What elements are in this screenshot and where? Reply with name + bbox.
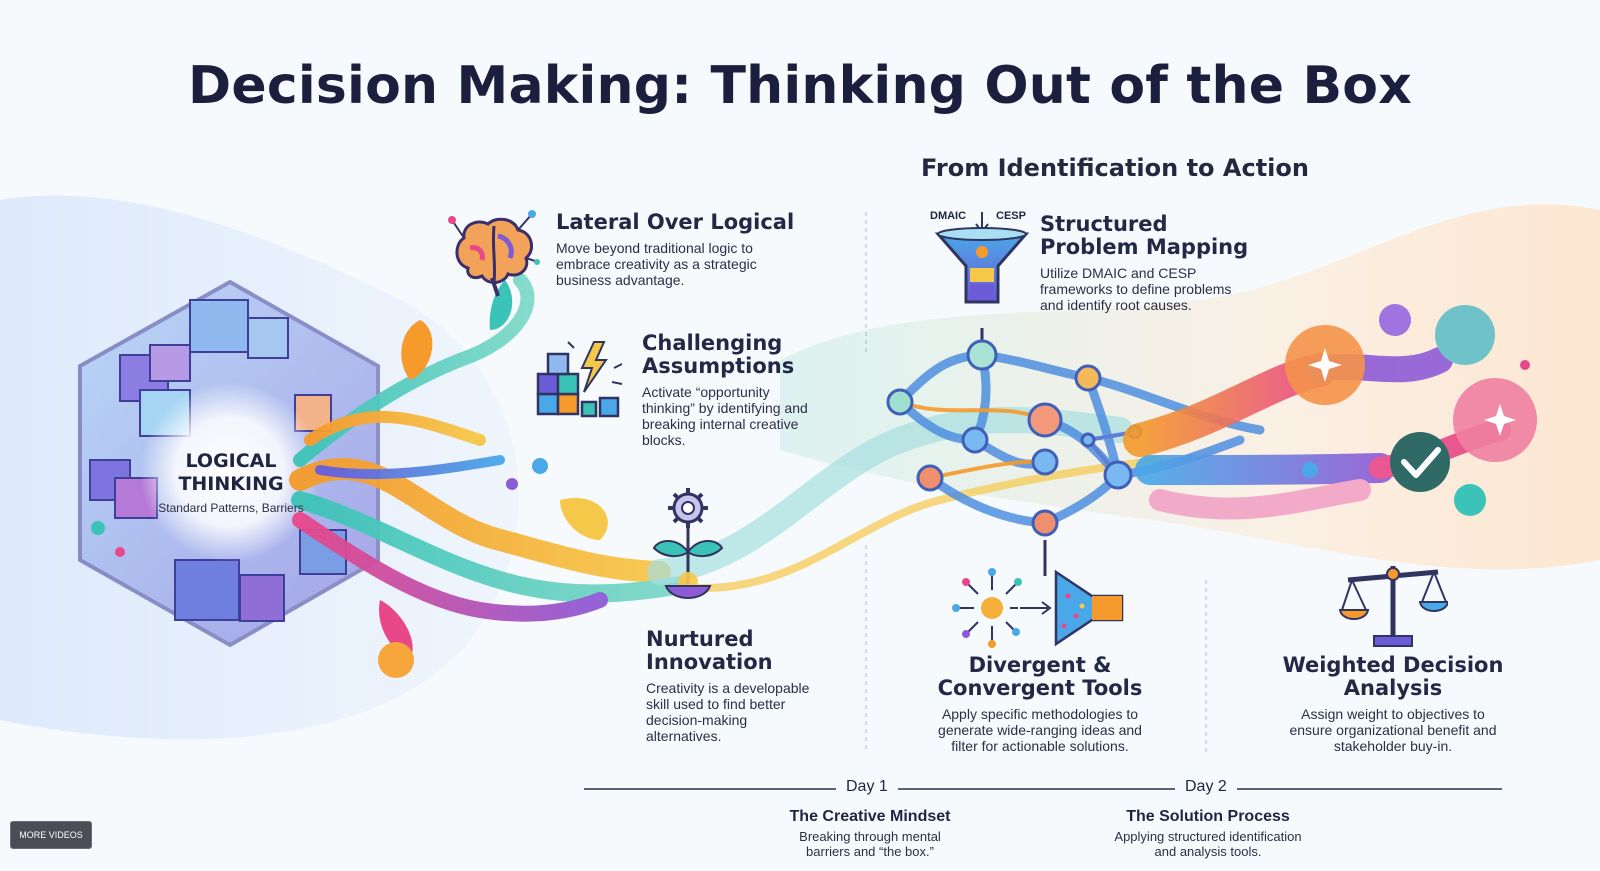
network-graph	[886, 328, 1265, 576]
sprout-gear-icon	[652, 488, 724, 599]
challenging-body: Activate “opportunity thinking” by ident…	[642, 384, 808, 448]
weighted-title: Weighted Decision Analysis	[1282, 653, 1504, 700]
lateral-title: Lateral Over Logical	[556, 210, 795, 234]
success-splash	[1123, 304, 1537, 520]
weighted-body: Assign weight to objectives to ensure or…	[1289, 706, 1497, 754]
funnel-icon	[934, 212, 1030, 304]
nurtured-body: Creativity is a developable skill used t…	[646, 680, 810, 744]
divergent-body: Apply specific methodologies to generate…	[938, 706, 1142, 754]
hex-label: LOGICAL THINKING	[178, 450, 284, 495]
day1-title: The Creative Mindset	[789, 808, 951, 825]
day2-title: The Solution Process	[1126, 808, 1290, 825]
divergent-title: Divergent & Convergent Tools	[937, 653, 1143, 700]
lateral-body: Move beyond traditional logic to embrace…	[556, 240, 757, 288]
day2-desc: Applying structured identification and a…	[1114, 829, 1302, 859]
brain-icon	[448, 210, 540, 297]
dmaic-tag: DMAIC	[930, 210, 967, 222]
nurtured-title: Nurtured Innovation	[646, 627, 773, 674]
cesp-tag: CESP	[996, 210, 1026, 222]
day1-desc: Breaking through mental barriers and “th…	[799, 829, 941, 859]
structured-title: Structured Problem Mapping	[1040, 212, 1249, 259]
section-subtitle: From Identification to Action	[921, 154, 1309, 182]
page-title: Decision Making: Thinking Out of the Box	[188, 56, 1412, 116]
day2-label: Day 2	[1175, 778, 1237, 796]
challenging-title: Challenging Assumptions	[642, 331, 795, 378]
scale-icon	[1338, 566, 1448, 647]
diverge-converge-icon	[952, 568, 1124, 648]
hex-sublabel: Standard Patterns, Barriers	[158, 501, 304, 515]
more-videos-button[interactable]: MORE VIDEOS	[10, 821, 92, 849]
day1-label: Day 1	[836, 778, 898, 796]
structured-body: Utilize DMAIC and CESP frameworks to def…	[1040, 265, 1232, 313]
breaking-blocks-icon	[536, 341, 623, 418]
